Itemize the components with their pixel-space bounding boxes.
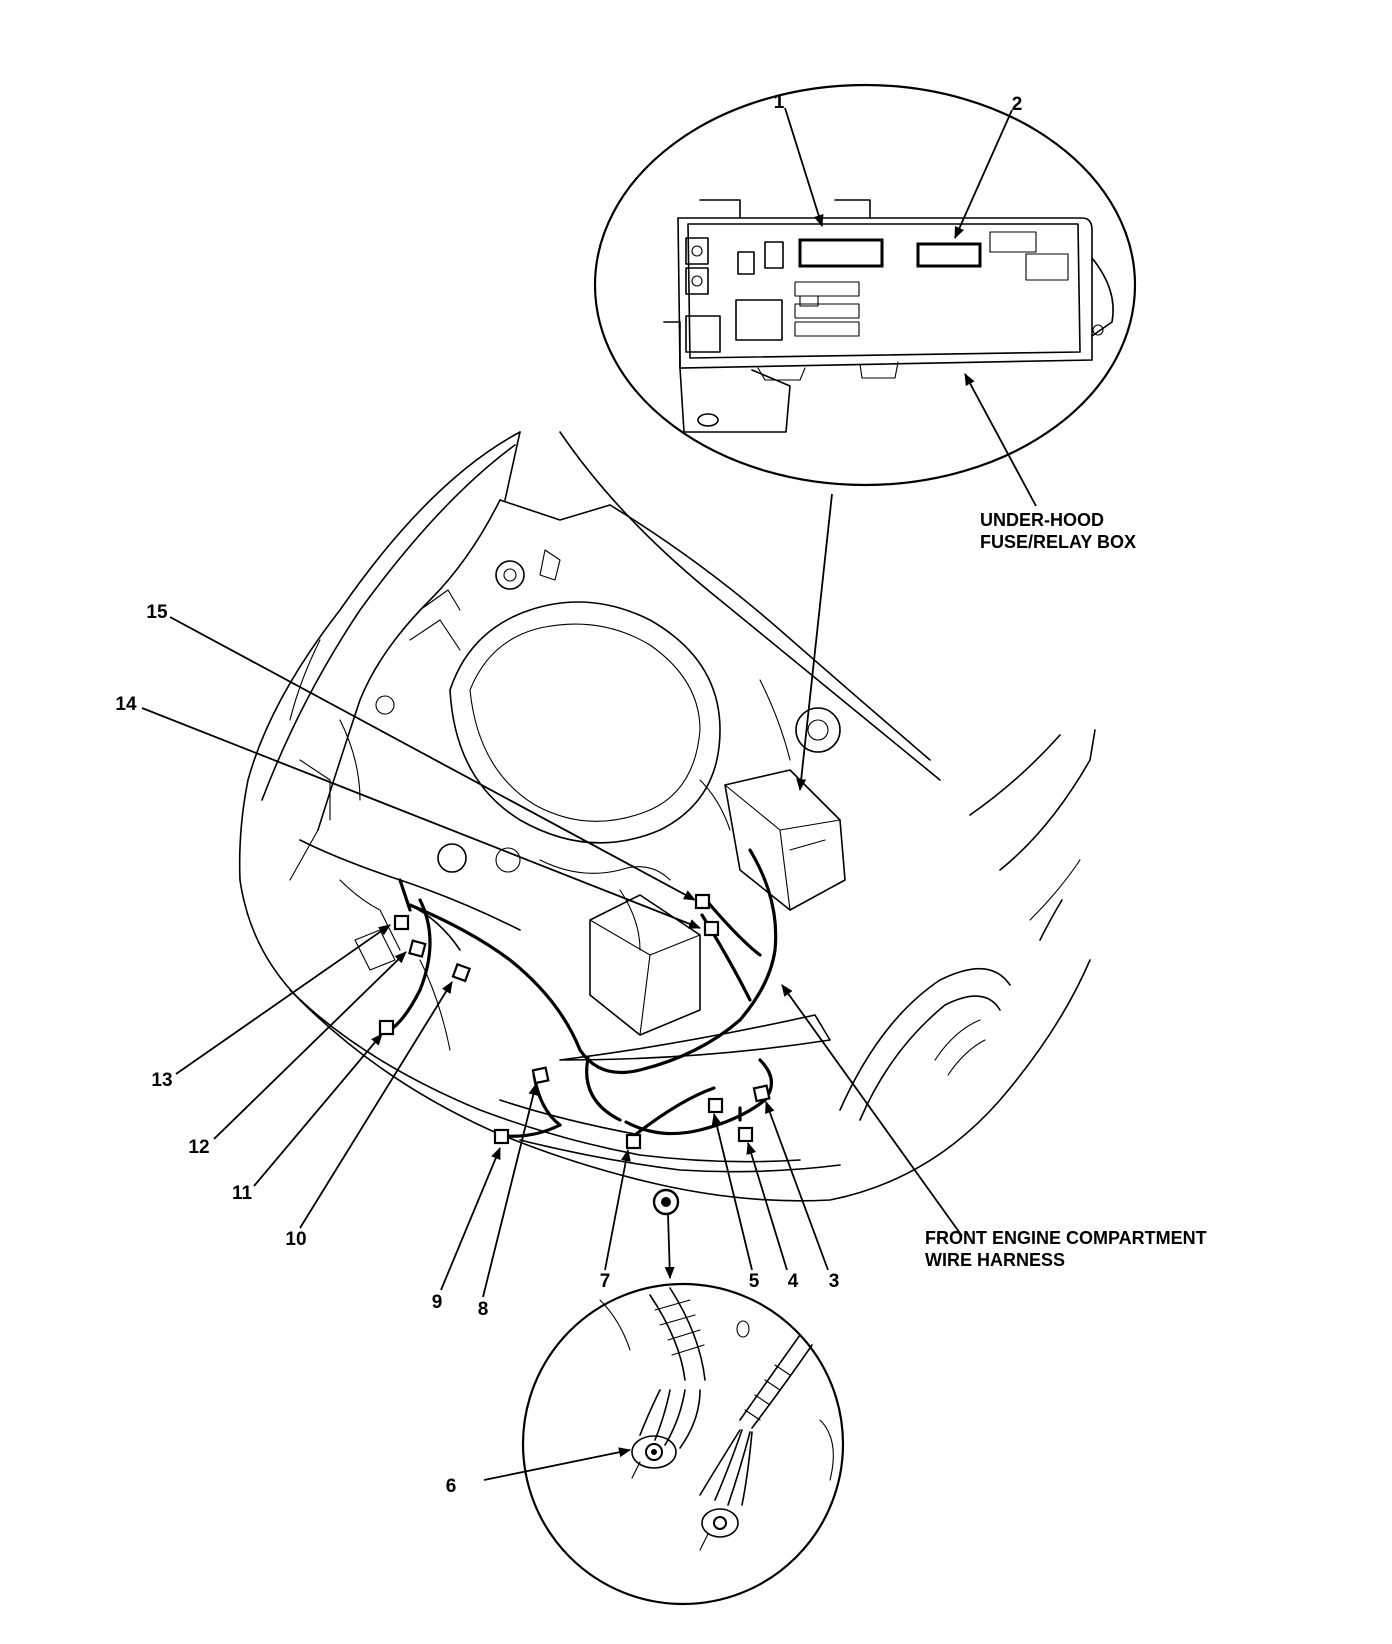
car-front-illustration [238,431,1096,1202]
callout-7: 7 [600,1271,611,1292]
fuse-box-component-1 [798,238,884,268]
callout-13: 13 [151,1070,172,1091]
callout-3: 3 [829,1271,840,1292]
leader-fuse-box-label [964,373,1037,507]
connector-10 [451,962,472,983]
callout-8: 8 [478,1299,489,1320]
ground-inset-frame [521,1282,845,1606]
callout-leaders [141,616,963,1298]
fuse-box-label-line2: FUSE/RELAY BOX [980,532,1136,552]
harness-label-line1: FRONT ENGINE COMPARTMENT [925,1228,1207,1248]
connector-5 [707,1097,724,1114]
harness-label-line2: WIRE HARNESS [925,1250,1065,1270]
fuse-box-inset-frame [593,83,1137,487]
connector-13 [393,914,410,931]
callout-1: 1 [774,92,785,113]
wire-harness [388,848,778,1138]
connectors [378,893,771,1216]
ground-terminal-6 [652,1188,680,1216]
callout-6: 6 [446,1476,457,1497]
connector-7 [625,1133,642,1150]
callout-5: 5 [749,1271,760,1292]
callout-11: 11 [232,1183,253,1204]
leader-6 [483,1447,631,1481]
leader-1 [784,107,824,227]
connector-15 [694,893,711,910]
callout-2: 2 [1012,94,1023,115]
fuse-box-inset [593,83,1137,507]
connector-9 [493,1128,510,1145]
fuse-box-location-arrow [796,493,833,791]
connector-14 [703,920,720,937]
fuse-box-label-line1: UNDER-HOOD [980,510,1104,530]
connector-12 [408,939,427,958]
leader-2 [954,109,1013,239]
connector-8 [531,1066,550,1085]
callout-10: 10 [285,1229,306,1250]
fuse-relay-box-illustration [663,199,1114,433]
callout-15: 15 [146,602,168,623]
connector-4 [737,1126,754,1143]
component-labels: UNDER-HOOD FUSE/RELAY BOX FRONT ENGINE C… [925,510,1207,1270]
callout-14: 14 [115,694,137,715]
ground-terminal-inset [483,1282,845,1606]
callout-4: 4 [788,1271,799,1292]
connector-3 [752,1084,771,1103]
connector-11 [378,1019,395,1036]
callout-9: 9 [432,1292,443,1313]
callout-12: 12 [188,1137,209,1158]
callout-numbers: 1 2 15 14 13 12 11 10 9 8 7 5 4 3 6 [115,92,1022,1497]
fuse-box-component-2 [916,242,982,268]
